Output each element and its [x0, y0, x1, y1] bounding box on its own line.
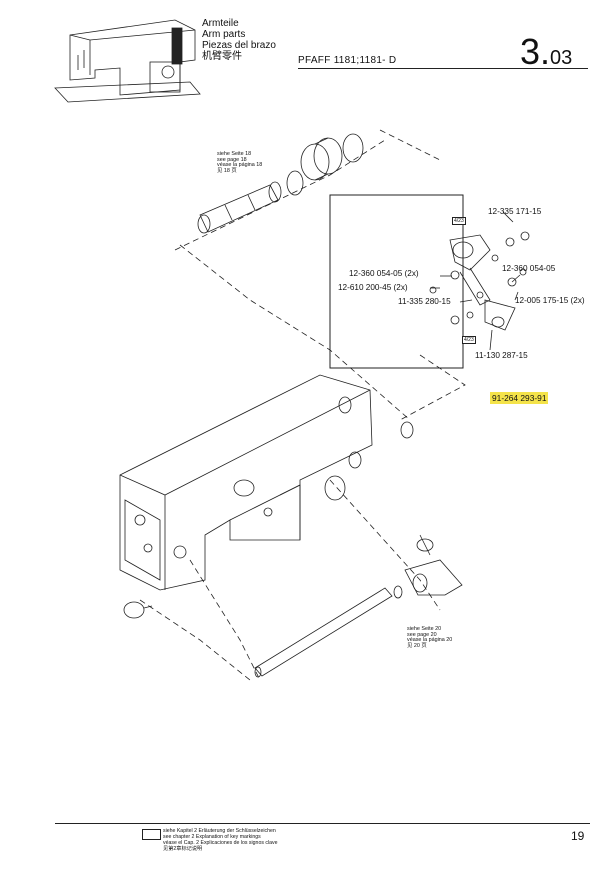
footer-rule — [55, 823, 590, 824]
part-number: 11-335 280-15 — [398, 297, 451, 306]
section-main: 3. — [520, 31, 551, 72]
page-number: 19 — [571, 829, 585, 843]
title-spanish: Piezas del brazo — [202, 40, 276, 51]
machine-thumbnail-icon — [54, 19, 201, 103]
crank-assembly — [429, 231, 530, 331]
assembly-part-number: 91-264 293-91 — [490, 392, 549, 404]
ref-page-20: siehe Seite 20 see page 20 véase la pági… — [407, 626, 453, 649]
upper-shaft — [197, 184, 279, 234]
footer-legend: siehe Kapitel 2 Erläuterung der Schlüsse… — [163, 828, 278, 852]
part-number: 12-360 054-05 (2x) — [349, 269, 419, 278]
part-number: 11-130 287-15 — [475, 351, 528, 360]
title-german: Armteile — [202, 18, 239, 29]
title-english: Arm parts — [202, 29, 246, 40]
part-number: 12-335 171-15 — [488, 207, 542, 216]
part-number: 12-005 175-15 (2x) — [515, 296, 585, 305]
ref-page-18: siehe Seite 18 see page 18 véase la pági… — [217, 151, 263, 174]
key-marking-tag: 4/23 — [462, 336, 476, 344]
section-sub: 03 — [550, 47, 573, 69]
key-marking-tag: 4/23 — [452, 217, 466, 225]
lower-crank — [404, 534, 463, 596]
header-rule — [298, 68, 588, 69]
part-number: 12-610 200-45 (2x) — [338, 283, 408, 292]
title-chinese: 机臂零件 — [202, 51, 242, 62]
key-marking-box-icon — [142, 829, 161, 840]
part-number: 12-360 054-05 — [502, 264, 556, 273]
lower-shaft — [254, 587, 393, 678]
machine-model: PFAFF 1181;1181- D — [298, 55, 397, 66]
section-number: 3.03 — [520, 34, 572, 76]
arm-casting — [119, 374, 373, 591]
bearing — [300, 137, 343, 181]
